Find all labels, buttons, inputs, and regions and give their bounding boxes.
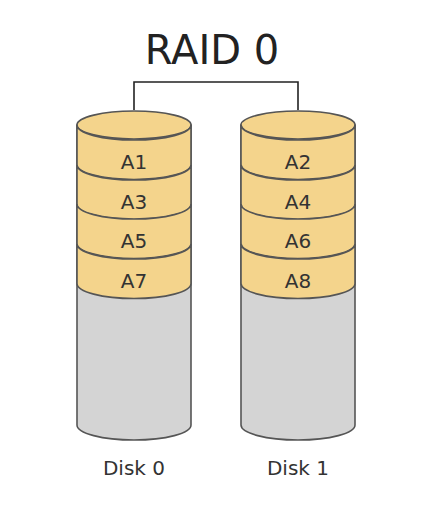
block-shape: [241, 204, 355, 258]
block-label: A6: [240, 229, 356, 253]
data-block: A3: [76, 165, 192, 220]
block-shape: [77, 125, 191, 179]
block-label: A4: [240, 190, 356, 214]
cylinder-body: [77, 125, 191, 440]
disk-cylinder: Disk 1A2A4A6A8: [240, 110, 356, 440]
cylinder-body: [241, 125, 355, 440]
diagram-title: RAID 0: [0, 26, 424, 74]
data-block: A1: [76, 125, 192, 180]
disk-label: Disk 0: [46, 456, 222, 480]
data-block: A6: [240, 204, 356, 259]
data-block: A2: [240, 125, 356, 180]
block-shape: [77, 204, 191, 258]
data-block: A4: [240, 165, 356, 220]
data-block: A5: [76, 204, 192, 259]
block-label: A2: [240, 150, 356, 174]
block-label: A1: [76, 150, 192, 174]
block-label: A7: [76, 269, 192, 293]
data-block: A8: [240, 244, 356, 299]
block-shape: [77, 244, 191, 298]
block-label: A8: [240, 269, 356, 293]
block-shape: [241, 165, 355, 219]
block-label: A3: [76, 190, 192, 214]
cylinder-top: [77, 111, 191, 139]
block-shape: [241, 244, 355, 298]
bracket-connector: [134, 82, 298, 110]
block-label: A5: [76, 229, 192, 253]
disk-label: Disk 1: [210, 456, 386, 480]
disk-cylinder: Disk 0A1A3A5A7: [76, 110, 192, 440]
block-shape: [241, 125, 355, 179]
cylinder-top: [241, 111, 355, 139]
data-block: A7: [76, 244, 192, 299]
block-shape: [77, 165, 191, 219]
